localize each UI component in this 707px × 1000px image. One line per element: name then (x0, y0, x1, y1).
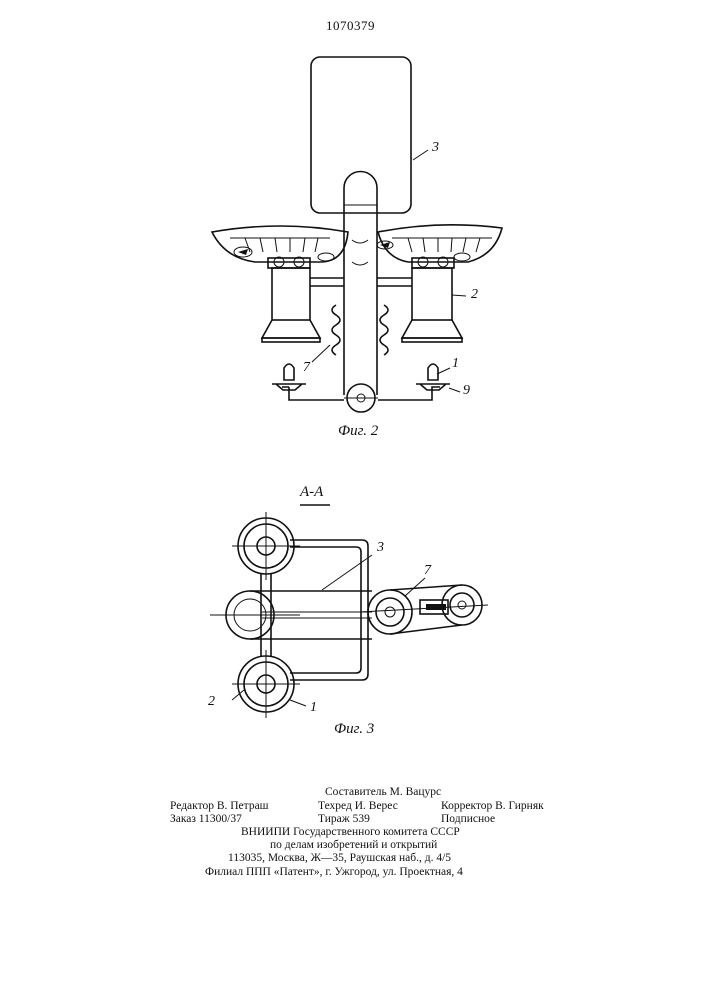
fig2-callout-9: 9 (463, 383, 470, 399)
fig2-callout-3: 3 (432, 140, 439, 156)
imprint-corrector: Корректор В. Гирняк (441, 800, 544, 812)
fig3-callout-1: 1 (310, 700, 317, 716)
fig3-callout-3: 3 (377, 540, 384, 556)
imprint-branch: Филиал ППП «Патент», г. Ужгород, ул. Про… (205, 866, 463, 878)
imprint-editor: Редактор В. Петраш (170, 800, 269, 812)
fig2-caption: Фиг. 2 (338, 423, 378, 440)
imprint-org-line1: ВНИИПИ Государственного комитета СССР (241, 826, 460, 838)
imprint-circulation: Тираж 539 (318, 813, 370, 825)
imprint-compiler: Составитель М. Вацурс (325, 786, 441, 798)
fig2-callout-2: 2 (471, 287, 478, 303)
imprint-order: Заказ 11300/37 (170, 813, 242, 825)
fig2-callout-1: 1 (452, 356, 459, 372)
fig3-caption: Фиг. 3 (334, 721, 374, 738)
imprint-address: 113035, Москва, Ж—35, Раушская наб., д. … (228, 852, 451, 864)
imprint-techred: Техред И. Верес (318, 800, 398, 812)
fig3-callout-7: 7 (424, 563, 431, 579)
fig2-callout-7: 7 (303, 360, 310, 376)
section-label: А-А (300, 484, 323, 501)
imprint-subscription: Подписное (441, 813, 495, 825)
fig3-callout-2: 2 (208, 694, 215, 710)
imprint-org-line2: по делам изобретений и открытий (270, 839, 437, 851)
